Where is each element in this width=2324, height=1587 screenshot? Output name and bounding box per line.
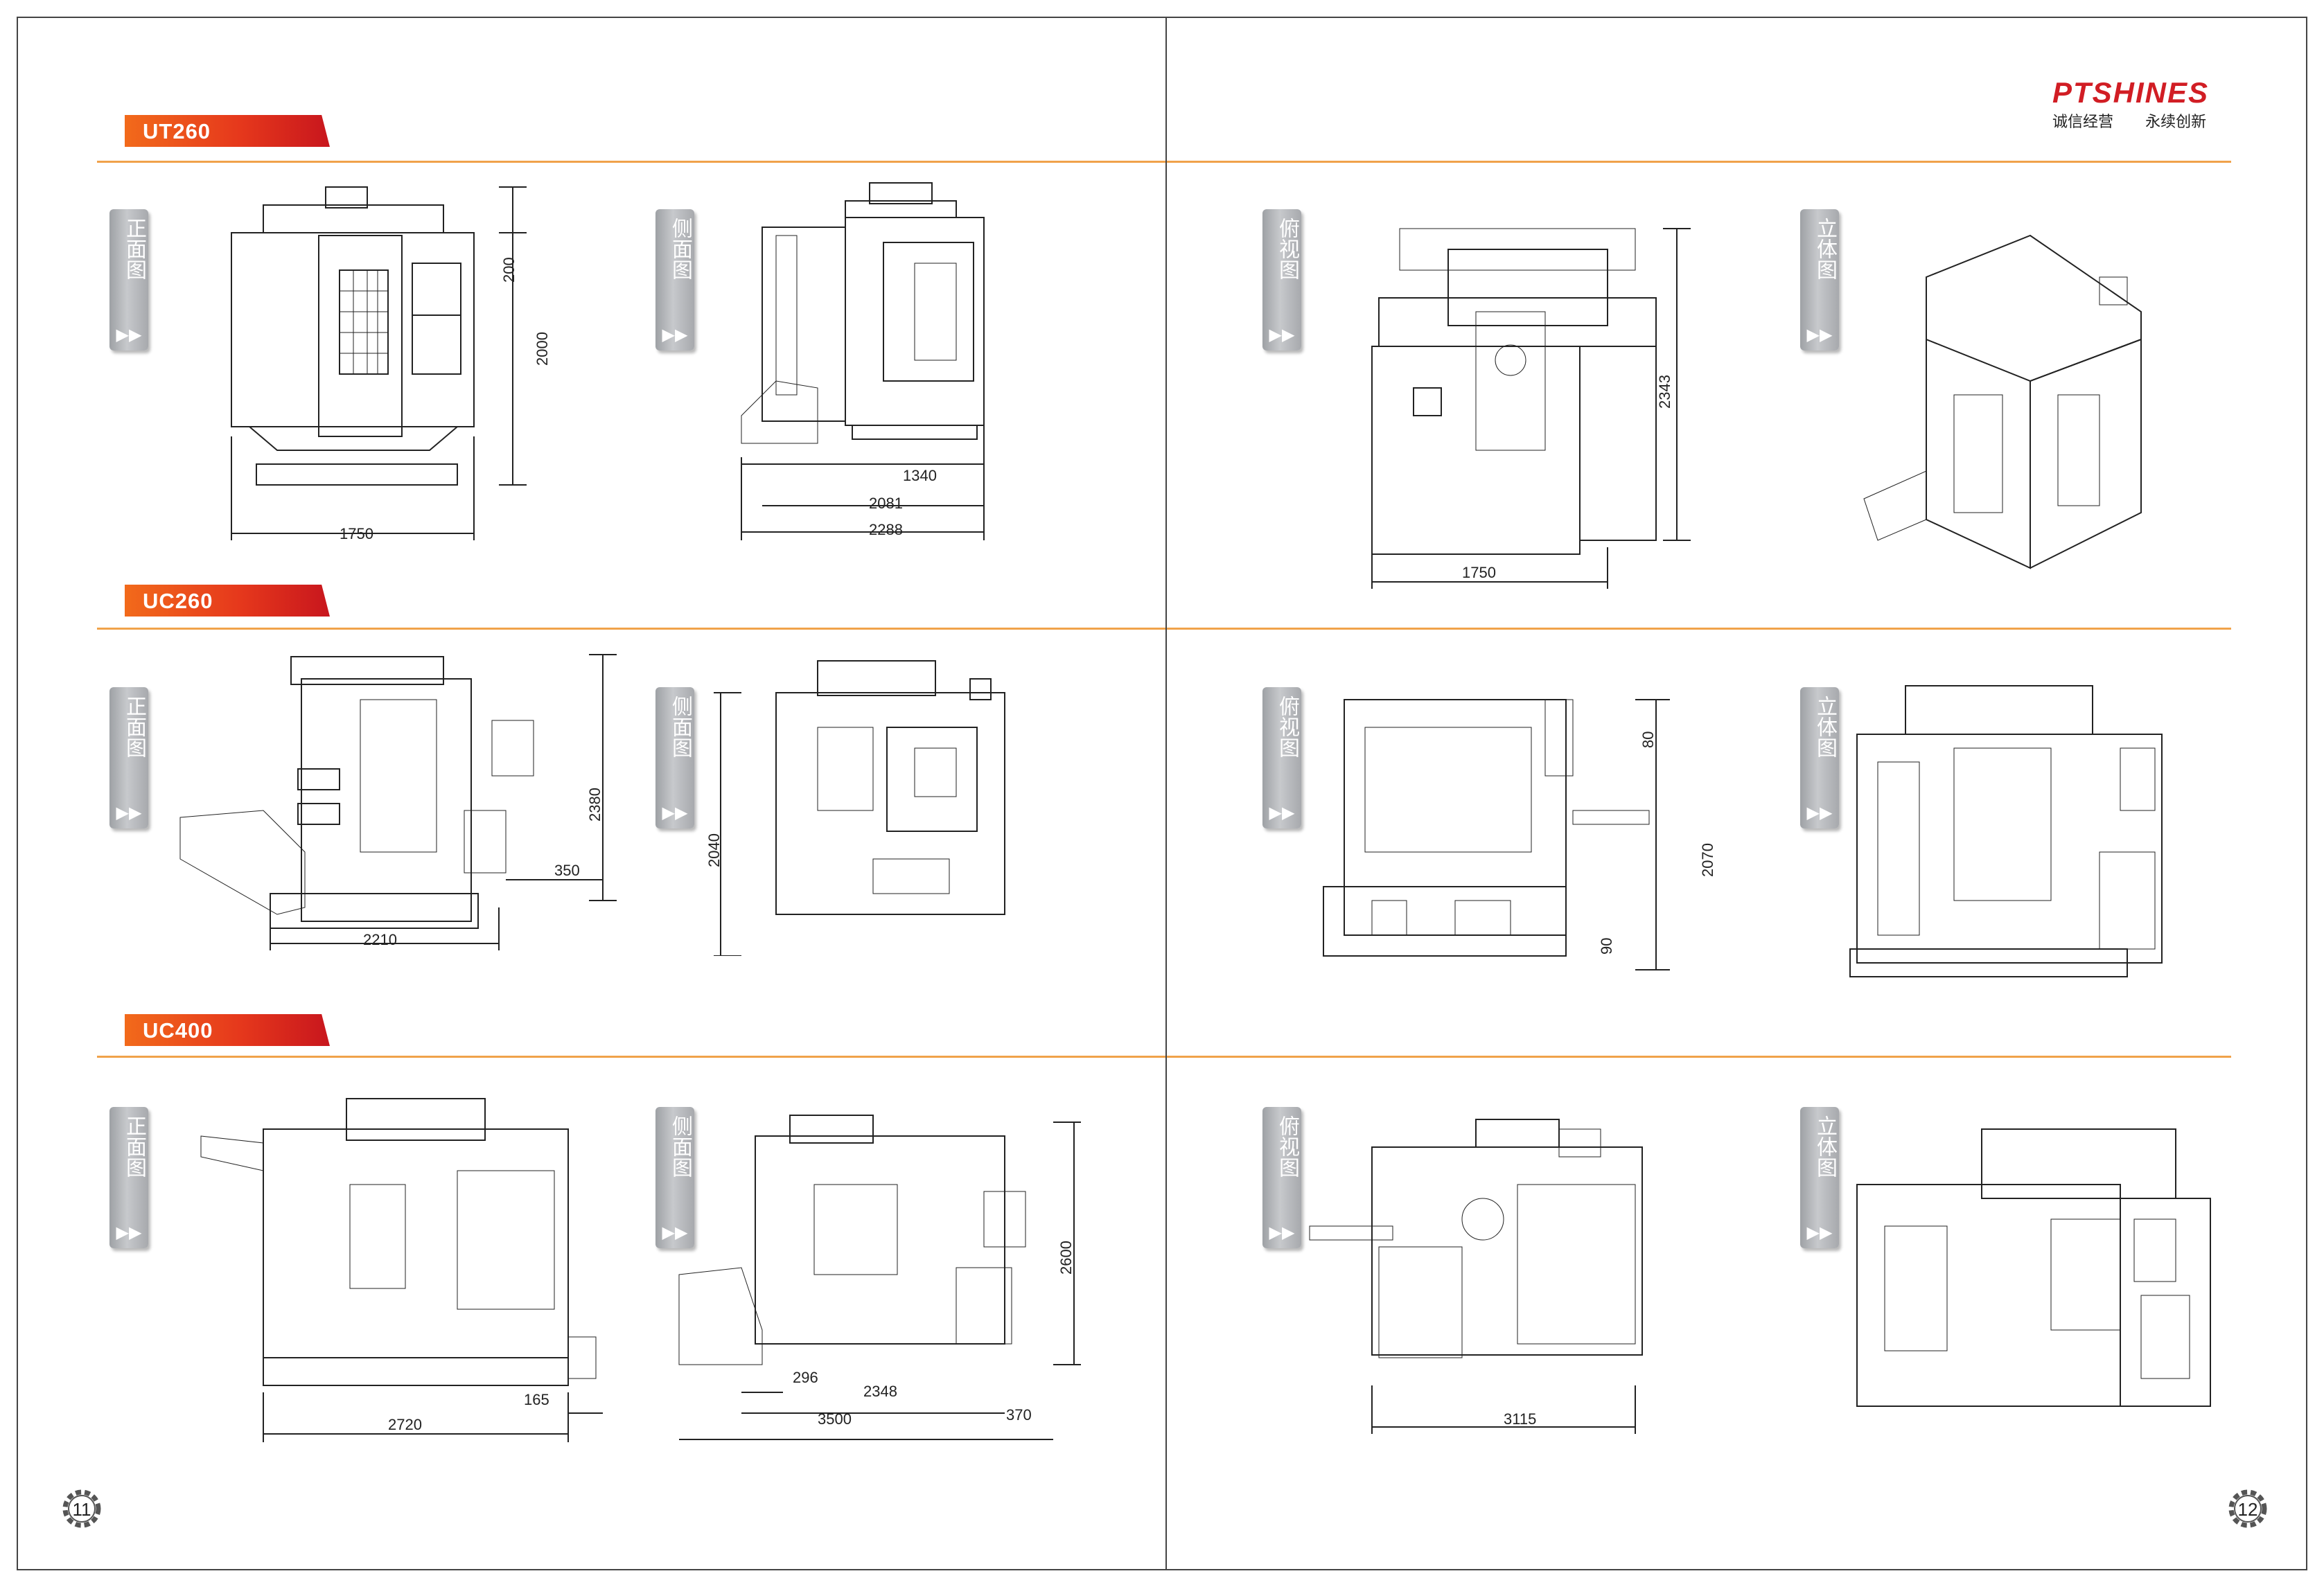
dim-label: 296 — [793, 1369, 818, 1386]
dim-label: 2600 — [1057, 1241, 1075, 1275]
uc260-front-drawing — [173, 644, 617, 956]
page-fold — [1165, 17, 1167, 1570]
dim-label: 2348 — [863, 1383, 897, 1400]
double-arrow-icon: ▶▶ — [662, 326, 688, 344]
uc260-top-drawing — [1310, 679, 1670, 984]
view-tab-front-uc400: 正面图▶▶ — [109, 1107, 148, 1248]
double-arrow-icon: ▶▶ — [1806, 326, 1833, 344]
dim-label: 165 — [524, 1391, 549, 1408]
model-badge-ut260: UT260 — [125, 115, 330, 147]
view-tab-iso-ut260: 立体图▶▶ — [1800, 209, 1839, 351]
dim-label: 2343 — [1656, 375, 1673, 409]
double-arrow-icon: ▶▶ — [662, 1223, 688, 1242]
double-arrow-icon: ▶▶ — [662, 804, 688, 822]
view-tab-side-uc400: 侧面图▶▶ — [655, 1107, 694, 1248]
dim-label: 2288 — [869, 521, 903, 538]
gear-icon — [62, 1489, 101, 1528]
ut260-front-drawing — [222, 173, 568, 547]
uc260-side-drawing — [714, 651, 1032, 956]
model-badge-uc400: UC400 — [125, 1014, 330, 1046]
model-badge-uc260: UC260 — [125, 585, 330, 617]
brand-logo: PTSHINES 诚信经营 永续创新 — [2052, 76, 2260, 132]
section-rule-uc400-left — [97, 1056, 1165, 1058]
dim-label: 2380 — [586, 788, 604, 822]
double-arrow-icon: ▶▶ — [116, 804, 142, 822]
dim-label: 2040 — [705, 833, 723, 867]
dim-label: 3500 — [818, 1410, 852, 1428]
double-arrow-icon: ▶▶ — [116, 1223, 142, 1242]
section-rule-uc260-right — [1167, 628, 2231, 630]
dim-label: 3115 — [1504, 1410, 1537, 1428]
dim-label: 80 — [1639, 731, 1657, 748]
view-tab-front-uc260: 正面图▶▶ — [109, 687, 148, 828]
dim-label: 2081 — [869, 495, 903, 512]
double-arrow-icon: ▶▶ — [116, 326, 142, 344]
dim-label: 2000 — [534, 332, 551, 366]
view-tab-top-uc400: 俯视图▶▶ — [1262, 1107, 1301, 1248]
uc400-iso-drawing — [1843, 1115, 2231, 1448]
section-rule-uc260-left — [97, 628, 1165, 630]
view-tab-top-ut260: 俯视图▶▶ — [1262, 209, 1301, 351]
view-tab-front-ut260: 正面图▶▶ — [109, 209, 148, 351]
model-label: UC260 — [143, 589, 213, 613]
page-number-label: 11 — [72, 1499, 91, 1520]
double-arrow-icon: ▶▶ — [1269, 804, 1295, 822]
double-arrow-icon: ▶▶ — [1806, 804, 1833, 822]
view-tab-top-uc260: 俯视图▶▶ — [1262, 687, 1301, 828]
page-frame — [17, 17, 2307, 1570]
model-label: UT260 — [143, 119, 211, 143]
view-tab-iso-uc400: 立体图▶▶ — [1800, 1107, 1839, 1248]
uc260-iso-drawing — [1843, 672, 2210, 998]
dim-label: 370 — [1006, 1406, 1032, 1424]
dim-label: 1340 — [903, 467, 937, 484]
double-arrow-icon: ▶▶ — [1806, 1223, 1833, 1242]
double-arrow-icon: ▶▶ — [1269, 1223, 1295, 1242]
ut260-iso-drawing — [1850, 222, 2210, 582]
dim-label: 90 — [1598, 937, 1615, 955]
brand-slogan: 诚信经营 永续创新 — [2052, 113, 2207, 130]
view-tab-side-ut260: 侧面图▶▶ — [655, 209, 694, 351]
brand-name: PTSHINES — [2052, 76, 2210, 109]
dim-label: 2720 — [388, 1416, 422, 1433]
uc400-side-drawing — [665, 1101, 1081, 1448]
dim-label: 2070 — [1699, 843, 1716, 877]
uc400-top-drawing — [1303, 1108, 1732, 1441]
dim-label: 2210 — [363, 931, 397, 948]
model-label: UC400 — [143, 1018, 213, 1043]
page-number-left: 11 — [58, 1485, 105, 1532]
ut260-side-drawing — [734, 173, 1025, 547]
page-number-label: 12 — [2237, 1499, 2258, 1520]
page-number-right: 12 — [2224, 1485, 2271, 1532]
dim-label: 350 — [554, 862, 580, 879]
view-tab-side-uc260: 侧面图▶▶ — [655, 687, 694, 828]
uc400-front-drawing — [194, 1088, 624, 1448]
section-rule-ut260-right — [1167, 161, 2231, 163]
dim-label: 1750 — [340, 525, 373, 542]
dim-label: 200 — [500, 257, 518, 283]
section-rule-uc400-right — [1167, 1056, 2231, 1058]
double-arrow-icon: ▶▶ — [1269, 326, 1295, 344]
ut260-top-drawing — [1358, 208, 1705, 596]
dim-label: 1750 — [1462, 564, 1496, 581]
gear-icon — [2228, 1489, 2267, 1528]
view-tab-iso-uc260: 立体图▶▶ — [1800, 687, 1839, 828]
section-rule-ut260-left — [97, 161, 1165, 163]
